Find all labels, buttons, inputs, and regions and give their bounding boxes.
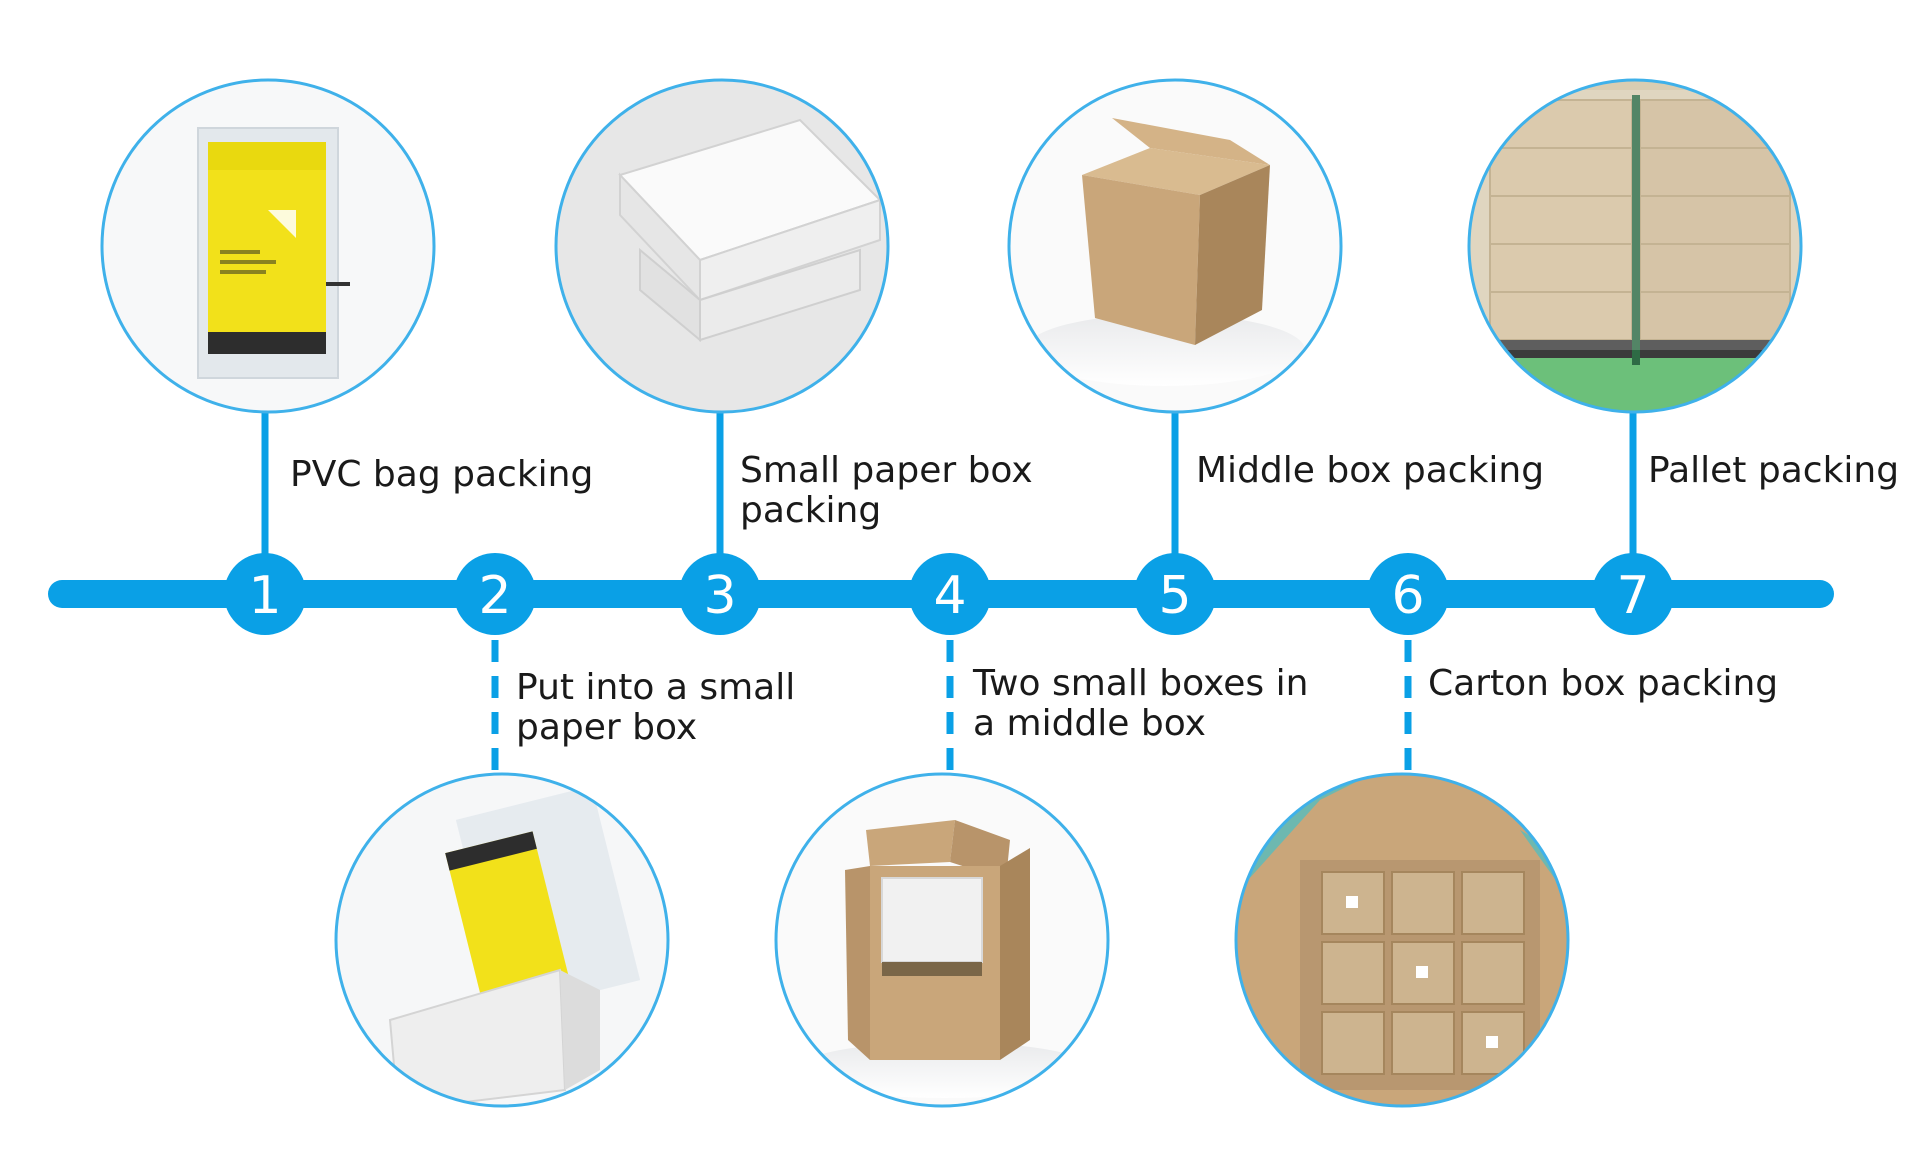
step-number: 2 — [478, 566, 511, 626]
step-marker-2: 2 — [454, 553, 536, 635]
wrapped-pallet-photo — [1467, 78, 1803, 414]
step-marker-circle — [909, 553, 991, 635]
step-marker-circle — [1367, 553, 1449, 635]
step-label-3: Small paper box packing — [740, 450, 1033, 531]
step-marker-6: 6 — [1367, 553, 1449, 635]
step-number: 6 — [1391, 566, 1424, 626]
step-marker-5: 5 — [1134, 553, 1216, 635]
step-number: 5 — [1158, 566, 1191, 626]
step-marker-4: 4 — [909, 553, 991, 635]
step-marker-circle — [454, 553, 536, 635]
step-label-7: Pallet packing — [1648, 450, 1900, 491]
step-label-2: Put into a small paper box — [516, 667, 796, 748]
kraft-middle-box-photo — [1007, 78, 1343, 414]
step-number: 7 — [1616, 566, 1649, 626]
step-marker-circle — [1592, 553, 1674, 635]
step-label-6: Carton box packing — [1428, 663, 1779, 704]
step-number: 1 — [248, 566, 281, 626]
step-label-1: PVC bag packing — [290, 454, 594, 495]
pvc-bag-battery-photo — [100, 78, 436, 414]
step-marker-circle — [224, 553, 306, 635]
carton-with-boxes-photo — [1234, 772, 1570, 1108]
small-white-boxes-photo — [554, 78, 890, 414]
battery-in-paper-box-photo — [334, 772, 670, 1108]
step-marker-1: 1 — [224, 553, 306, 635]
step-marker-7: 7 — [1592, 553, 1674, 635]
step-marker-circle — [679, 553, 761, 635]
step-number: 3 — [703, 566, 736, 626]
step-marker-3: 3 — [679, 553, 761, 635]
step-marker-circle — [1134, 553, 1216, 635]
step-label-5: Middle box packing — [1196, 450, 1545, 491]
step-number: 4 — [933, 566, 966, 626]
open-middle-box-photo — [774, 772, 1110, 1108]
step-label-4: Two small boxes in a middle box — [973, 663, 1309, 744]
